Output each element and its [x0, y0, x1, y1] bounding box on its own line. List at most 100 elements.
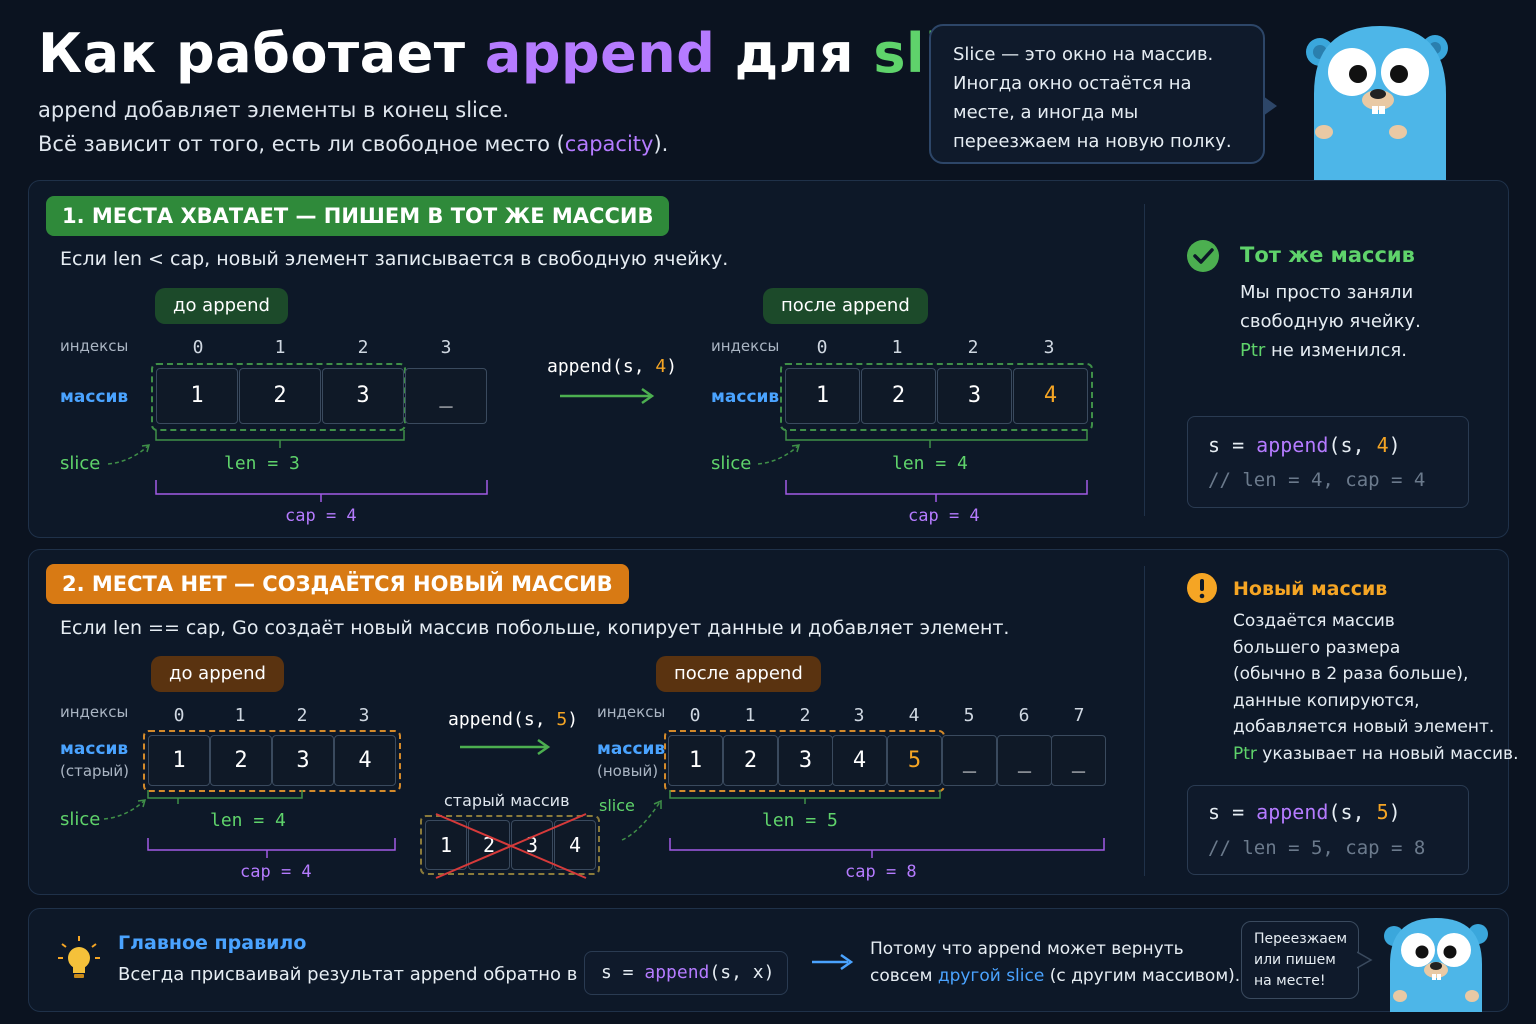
s1-after-cell: 1 — [785, 368, 860, 424]
section-1-before-label: до append — [155, 288, 288, 324]
s1-after-index: 0 — [816, 337, 828, 358]
s1-code-box: s = append(s, 4) // len = 4, cap = 4 — [1187, 416, 1469, 508]
section-1-divider — [1144, 204, 1145, 516]
rule-arrow-right-icon — [812, 953, 854, 971]
rule-because-line-1: Потому что append может вернуть — [870, 939, 1184, 959]
s1-after-indices-label: индексы — [711, 337, 780, 355]
s1-before-cell: 3 — [322, 368, 404, 424]
s2-before-index: 0 — [173, 705, 185, 726]
s1-before-brackets — [155, 430, 488, 502]
s2-before-slice-arrow-icon — [103, 799, 147, 820]
s2-arrow-right-icon — [460, 738, 551, 756]
s1-after-index: 2 — [967, 337, 979, 358]
check-icon — [1187, 240, 1219, 272]
s2-after-array-label: массив — [597, 739, 666, 759]
s2-before-cap: cap = 4 — [240, 862, 312, 882]
s2-code-line: s = append(s, 5) — [1208, 800, 1401, 824]
s2-before-index: 1 — [234, 705, 246, 726]
s1-after-index: 3 — [1043, 337, 1055, 358]
s1-after-array-label: массив — [711, 387, 780, 407]
s2-before-slice-window — [143, 730, 401, 792]
s2-after-cell: 4 — [832, 735, 887, 786]
section-2-badge: 2. МЕСТА НЕТ — СОЗДАЁТСЯ НОВЫЙ МАССИВ — [46, 564, 629, 604]
s1-after-brackets — [785, 430, 1088, 502]
speech-bubble-top: Slice — это окно на массив. Иногда окно … — [929, 24, 1277, 164]
section-2-description: Если len == cap, Go создаёт новый массив… — [60, 617, 1010, 639]
s2-before-array-label: массив — [60, 739, 129, 759]
rule-because-line-2: совсем другой slice (с другим массивом). — [870, 966, 1241, 986]
s2-after-index: 4 — [908, 705, 920, 726]
s2-code-box: s = append(s, 5) // len = 5, cap = 8 — [1187, 785, 1469, 875]
s2-after-cell-empty: _ — [942, 735, 997, 786]
s2-after-new-label: (новый) — [597, 762, 659, 780]
s1-before-array-label: массив — [60, 387, 129, 407]
s1-before-len: len = 3 — [224, 453, 300, 474]
s2-after-cell-new: 5 — [887, 735, 942, 786]
section-1-description: Если len < cap, новый элемент записывает… — [60, 248, 729, 270]
s2-before-cell: 2 — [210, 735, 272, 786]
s2-old-cell: 4 — [554, 820, 596, 870]
s1-before-slice-label: slice — [60, 453, 101, 474]
s2-after-index: 5 — [963, 705, 975, 726]
s1-before-cell: 1 — [156, 368, 238, 424]
rule-code-box: s = append(s, x) — [584, 951, 788, 995]
s2-after-cell-empty: _ — [997, 735, 1052, 786]
s1-before-index: 1 — [274, 337, 286, 358]
s1-after-cell: 3 — [937, 368, 1012, 424]
s2-after-indices-label: индексы — [597, 703, 666, 721]
s2-after-cap: cap = 8 — [845, 862, 917, 882]
s1-before-cap: cap = 4 — [285, 506, 357, 526]
s2-before-old-label: (старый) — [60, 762, 129, 780]
s1-code-comment: // len = 4, cap = 4 — [1208, 469, 1426, 491]
s2-old-array-cross-icon — [435, 813, 587, 879]
s1-before-index: 0 — [192, 337, 204, 358]
s2-after-index: 3 — [853, 705, 865, 726]
s2-before-index: 2 — [296, 705, 308, 726]
s1-after-slice-window — [780, 363, 1093, 431]
s2-after-cell: 2 — [723, 735, 778, 786]
s2-after-slice-label: slice — [599, 796, 635, 815]
s2-after-index: 7 — [1073, 705, 1085, 726]
s2-after-index: 0 — [689, 705, 701, 726]
s2-old-cell: 1 — [425, 820, 467, 870]
s2-append-call: append(s, 5) — [448, 709, 579, 730]
s2-after-cell: 3 — [778, 735, 833, 786]
s2-before-len: len = 4 — [210, 810, 286, 831]
s1-before-indices-label: индексы — [60, 337, 129, 355]
s1-after-cap: cap = 4 — [908, 506, 980, 526]
s1-side-heading: Тот же массив — [1240, 243, 1415, 267]
s2-after-brackets — [669, 790, 1105, 858]
s2-before-index: 3 — [358, 705, 370, 726]
s2-before-cell: 1 — [148, 735, 210, 786]
s2-before-indices-label: индексы — [60, 703, 129, 721]
subtitle-line-2: Всё зависит от того, есть ли свободное м… — [38, 132, 669, 156]
s2-old-array-caption: старый массив — [444, 791, 570, 810]
s1-before-index: 3 — [440, 337, 452, 358]
s2-after-cell-empty: _ — [1051, 735, 1106, 786]
s1-after-slice-arrow-icon — [757, 444, 801, 465]
s2-before-cell: 4 — [334, 735, 396, 786]
s2-old-array-frame — [420, 815, 600, 875]
warning-icon — [1187, 573, 1217, 603]
section-1-badge: 1. МЕСТА ХВАТАЕТ — ПИШЕМ В ТОТ ЖЕ МАССИВ — [46, 196, 670, 236]
s1-before-index: 2 — [357, 337, 369, 358]
s2-after-slice-arrow-icon — [621, 799, 662, 841]
s1-after-index: 1 — [891, 337, 903, 358]
gopher-mascot-small-icon — [1384, 918, 1488, 1012]
page-title: Как работает append для slice — [38, 22, 1013, 85]
s2-code-comment: // len = 5, cap = 8 — [1208, 837, 1426, 859]
rule-text: Всегда присваивай результат append обрат… — [118, 964, 630, 985]
s2-after-index: 6 — [1018, 705, 1030, 726]
s1-code-line: s = append(s, 4) — [1208, 433, 1401, 457]
rule-speech-bubble: Переезжаем или пишем на месте! — [1241, 921, 1359, 999]
s1-after-slice-label: slice — [711, 453, 752, 474]
s1-after-cell: 2 — [861, 368, 936, 424]
s1-arrow-right-icon — [560, 387, 655, 405]
rule-heading: Главное правило — [118, 932, 307, 954]
s2-side-text: Создаётся массив большего размера (обычн… — [1233, 611, 1519, 764]
s1-after-cell-new: 4 — [1013, 368, 1088, 424]
s1-before-cell: _ — [405, 368, 487, 424]
s1-before-slice-arrow-icon — [107, 444, 151, 465]
s2-before-slice-label: slice — [60, 809, 101, 830]
s2-side-heading: Новый массив — [1233, 578, 1388, 600]
